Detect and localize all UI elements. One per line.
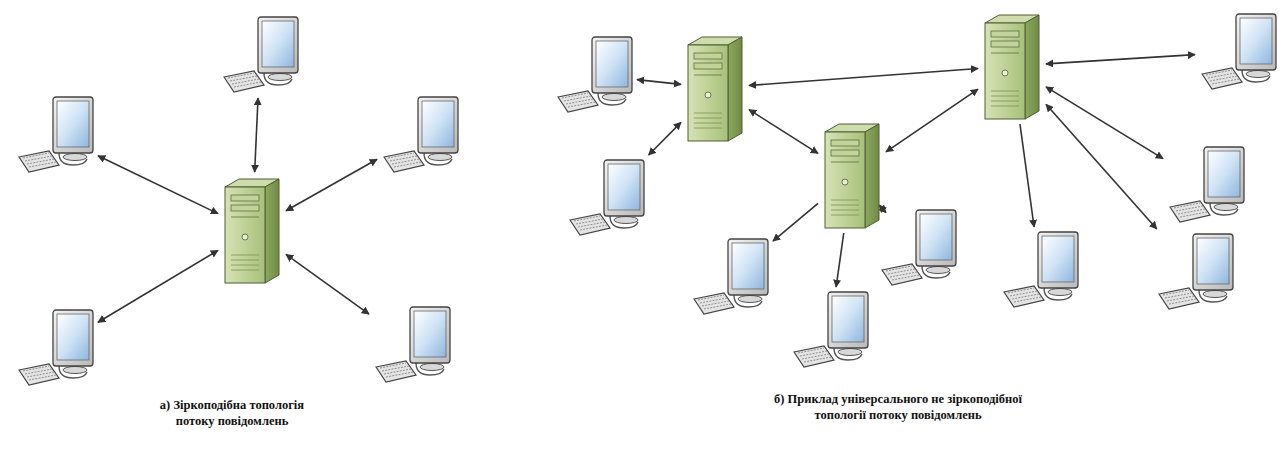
message-arrow [773, 203, 818, 241]
computer-graphic [690, 237, 770, 317]
message-arrow [749, 110, 818, 154]
server-icon [981, 11, 1043, 121]
server-icon [821, 120, 883, 230]
computer-icon [220, 15, 300, 95]
computer-graphic [15, 95, 95, 175]
message-arrow [98, 156, 218, 214]
computer-icon [690, 237, 770, 317]
server-graphic [684, 33, 746, 143]
message-arrow [286, 159, 377, 210]
server-graphic [981, 11, 1043, 121]
message-arrow [1046, 87, 1163, 159]
message-arrow [637, 80, 681, 85]
computer-graphic [1198, 12, 1278, 92]
computer-graphic [1000, 230, 1080, 310]
computer-graphic [220, 15, 300, 95]
computer-icon [566, 158, 646, 238]
computer-icon [790, 290, 870, 370]
message-arrow [1046, 55, 1195, 64]
computer-icon [1000, 230, 1080, 310]
computer-icon [1166, 145, 1246, 225]
server-graphic [821, 120, 883, 230]
computer-graphic [380, 95, 460, 175]
computer-icon [878, 208, 958, 288]
computer-icon [1155, 232, 1235, 312]
message-arrow [255, 98, 258, 172]
computer-graphic [554, 35, 634, 115]
computer-icon [15, 308, 95, 388]
message-arrow [886, 89, 978, 152]
message-arrow [879, 205, 886, 213]
message-arrow [98, 250, 218, 322]
server-icon [221, 175, 283, 285]
computer-icon [554, 35, 634, 115]
caption-label: б) Приклад універсального не зіркоподібн… [751, 392, 1045, 423]
message-arrow [1046, 104, 1157, 229]
message-arrow [749, 69, 978, 86]
message-arrow [836, 233, 844, 287]
computer-icon [1198, 12, 1278, 92]
computer-graphic [15, 308, 95, 388]
message-arrow [1020, 124, 1034, 227]
server-graphic [221, 175, 283, 285]
computer-graphic [372, 305, 452, 385]
computer-icon [15, 95, 95, 175]
computer-icon [372, 305, 452, 385]
computer-graphic [790, 290, 870, 370]
computer-graphic [1155, 232, 1235, 312]
server-icon [684, 33, 746, 143]
computer-graphic [566, 158, 646, 238]
message-arrow [649, 122, 681, 155]
caption-label: а) Зіркоподібна топологія потоку повідом… [143, 398, 322, 429]
message-arrow [286, 254, 369, 314]
computer-graphic [878, 208, 958, 288]
computer-graphic [1166, 145, 1246, 225]
computer-icon [380, 95, 460, 175]
